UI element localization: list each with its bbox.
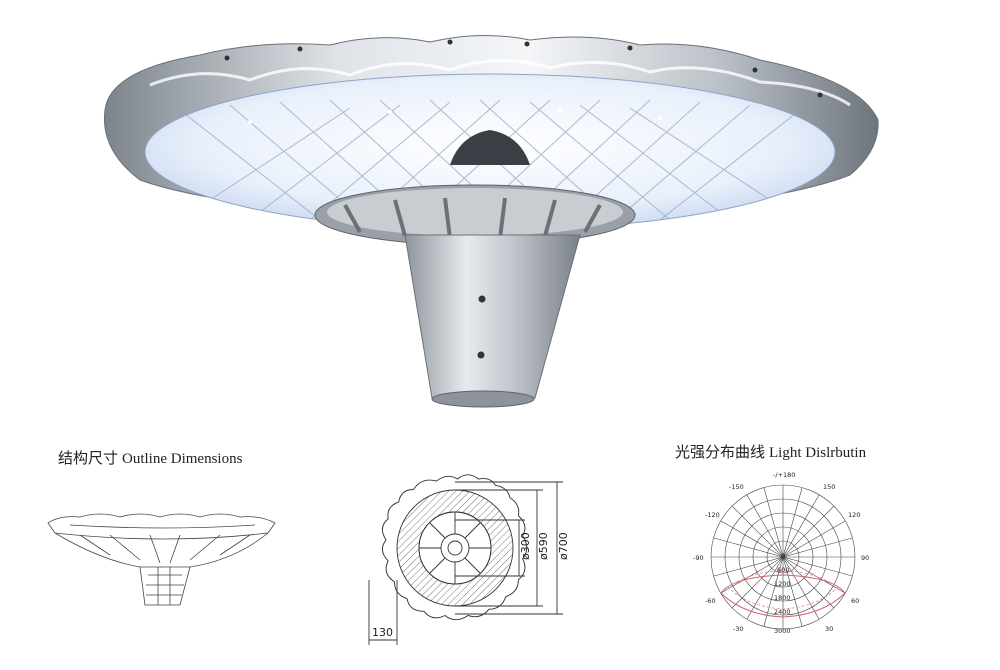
angle-label-150: 150	[823, 483, 835, 491]
ring-label-0: 0	[781, 552, 785, 560]
distribution-title-cn: 光强分布曲线	[675, 443, 766, 461]
angle-label-neg60: -60	[705, 597, 716, 605]
lamp-pole	[404, 234, 581, 408]
product-image	[103, 34, 879, 408]
dim-590-label: ø590	[537, 532, 550, 560]
angle-label-180: -/+180	[773, 471, 795, 479]
angle-label-60: 60	[851, 597, 859, 605]
distribution-curve-c0	[720, 574, 846, 618]
side-view-drawing	[47, 513, 276, 606]
angle-label-neg30: -30	[733, 625, 744, 633]
dim-300-label: ø300	[519, 532, 532, 560]
polar-distribution-diagram: -/+180 -150 150 -120 120 -90 90 -60 60 -…	[693, 471, 869, 635]
angle-label-neg120: -120	[705, 511, 720, 519]
angle-label-90: 90	[861, 554, 869, 562]
distribution-title-en: Light Dislrbutin	[769, 445, 867, 461]
angle-label-30: 30	[825, 625, 833, 633]
ring-label-3000: 3000	[774, 627, 791, 635]
dim-130-label: 130	[372, 626, 393, 639]
lamp-diffuser	[144, 73, 836, 231]
ring-label-2400: 2400	[774, 608, 791, 616]
angle-label-120: 120	[848, 511, 860, 519]
top-view-drawing: ø300 ø590 ø700 130	[368, 474, 570, 645]
outline-title-cn: 结构尺寸	[58, 449, 119, 467]
angle-label-neg150: -150	[729, 483, 744, 491]
lamp-collar	[314, 184, 636, 246]
ring-label-1200: 1200	[774, 580, 791, 588]
ring-label-600: 600	[777, 566, 789, 574]
outline-title-en: Outline Dimensions	[122, 451, 243, 467]
angle-label-neg90: -90	[693, 554, 704, 562]
dim-700-label: ø700	[557, 532, 570, 560]
distribution-curve-c90	[727, 570, 839, 610]
ring-label-1800: 1800	[774, 594, 791, 602]
